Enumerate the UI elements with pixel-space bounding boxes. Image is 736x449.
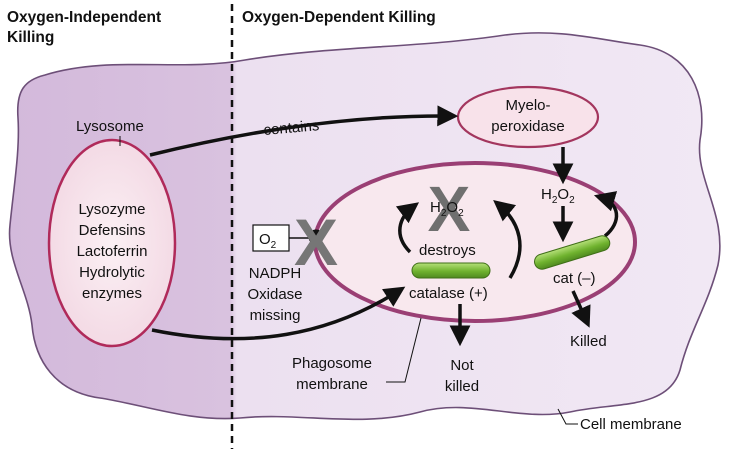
- header-killing: Killing: [7, 29, 54, 46]
- x-mark-icon: X: [428, 173, 471, 245]
- lysosome-item: Defensins: [79, 222, 146, 239]
- lysosome-contents: Lysozyme Defensins Lactoferrin Hydrolyti…: [77, 201, 148, 302]
- myeloperoxidase-label: Myelo-: [505, 97, 550, 114]
- not-killed-label: Not: [450, 357, 474, 374]
- nadph-label-line: missing: [250, 307, 301, 324]
- h2o2-label: H2O2: [430, 199, 464, 219]
- o2-label: O2: [259, 231, 277, 251]
- x-mark-icon: X: [294, 205, 338, 279]
- recycle-arrow-left: [395, 202, 420, 254]
- catalase-negative-label: cat (–): [553, 270, 596, 287]
- myeloperoxidase-label: peroxidase: [491, 118, 564, 135]
- contains-arrow: [149, 105, 459, 157]
- feedback-arrow: [593, 191, 619, 238]
- phagosome-membrane-label: membrane: [296, 376, 368, 393]
- catalase-positive-label: catalase (+): [409, 285, 488, 302]
- lysosome-item: Lysozyme: [79, 201, 146, 218]
- lysosome-item: Hydrolytic: [79, 264, 145, 281]
- phagosome-membrane-label: Phagosome: [292, 355, 372, 372]
- nadph-oxidase-dot: [308, 229, 324, 245]
- nadph-label-line: NADPH: [249, 265, 302, 282]
- killed-arrow: [571, 290, 591, 328]
- destroys-label: destroys: [419, 242, 476, 259]
- lysosome-label: Lysosome: [76, 118, 144, 135]
- lysosome-item: Lactoferrin: [77, 243, 148, 260]
- header-oxygen-independent: Oxygen-Independent: [7, 9, 161, 26]
- contains-label: contains: [263, 117, 320, 139]
- catalase-positive-bacterium: [411, 262, 491, 279]
- nadph-label: NADPH Oxidase missing: [247, 265, 302, 324]
- h2o2-label: H2O2: [541, 186, 575, 206]
- recycle-arrow-right: [493, 200, 522, 279]
- lysosome-item: enzymes: [82, 285, 142, 302]
- nadph-label-line: Oxidase: [247, 286, 302, 303]
- lysosome: [47, 138, 177, 348]
- killed-label: Killed: [570, 333, 607, 350]
- myeloperoxidase: [456, 85, 600, 149]
- catalase-negative-bacterium: [534, 235, 611, 270]
- header-oxygen-dependent: Oxygen-Dependent Killing: [242, 9, 436, 26]
- cell-membrane-leader: [557, 408, 578, 425]
- fusion-arrow: [151, 286, 406, 341]
- not-killed-label: killed: [445, 378, 479, 395]
- phagosome-membrane-leader: [386, 317, 422, 383]
- cell-membrane-label: Cell membrane: [580, 416, 682, 433]
